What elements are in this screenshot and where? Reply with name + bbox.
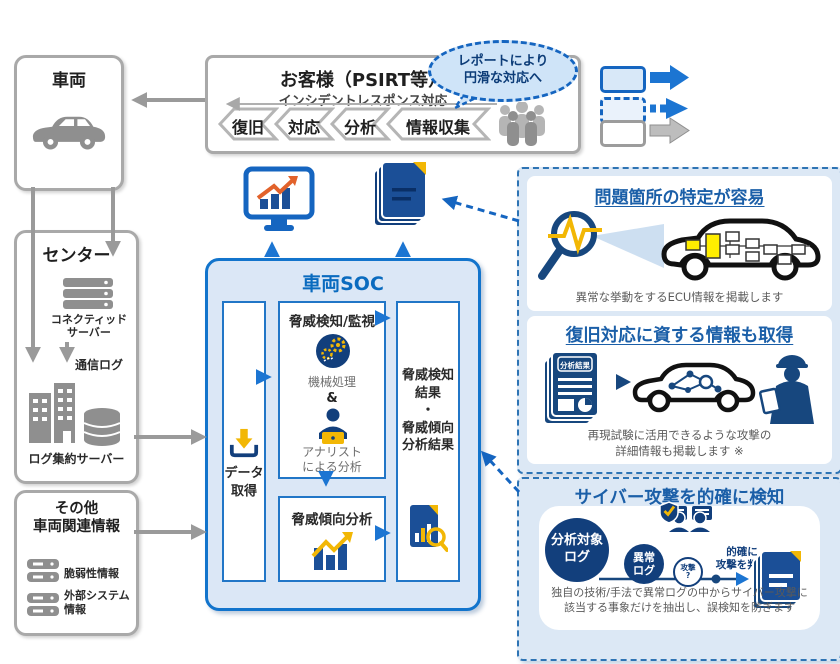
report-document-icon xyxy=(373,161,427,227)
download-tray-icon xyxy=(229,428,259,458)
machine-processing-label: 機械処理 xyxy=(307,375,356,389)
recovery-graphic xyxy=(543,351,814,425)
recovery-panel: 復旧対応に資する情報も取得 xyxy=(527,316,832,464)
ecu-car-icon xyxy=(661,218,821,281)
results-label: 脅威検知 結果 ・ 脅威傾向 分析結果 xyxy=(401,368,454,454)
ecu-detection-graphic xyxy=(538,211,821,281)
chevron-shape xyxy=(329,107,392,141)
ecu-panel-title: 問題箇所の特定が容易 xyxy=(594,188,765,208)
log-server-label: ログ集約サーバー xyxy=(28,452,125,466)
document-search-icon xyxy=(410,505,448,552)
step-analysis: 分析 xyxy=(329,106,392,142)
ecu-panel: 問題箇所の特定が容易 xyxy=(527,176,832,311)
data-acquisition-box: データ 取得 xyxy=(222,301,266,582)
car-icon xyxy=(32,116,106,150)
detect-panel-title: サイバー攻撃を的確に検知 xyxy=(574,488,785,508)
bar-chart-icon xyxy=(311,532,353,570)
step-label: 対応 xyxy=(287,118,320,137)
detect-panel: 分析対象 ログ 異常 ログ 攻撃 ? 的確に 攻撃を判定 xyxy=(539,501,820,630)
step-response: 対応 xyxy=(273,106,336,142)
soc-title: 車両SOC xyxy=(302,273,384,295)
people-group-icon xyxy=(499,102,545,146)
vehicle-box: 車両 xyxy=(14,55,124,191)
step-label: 情報収集 xyxy=(405,118,470,137)
vuln-info-label: 脆弱性情報 xyxy=(64,567,119,580)
customer-title: お客様（PSIRT等） xyxy=(279,70,447,91)
gears-icon xyxy=(316,334,350,368)
trend-analysis-title: 脅威傾向分析 xyxy=(291,512,373,528)
analysis-target-log-node: 分析対象 ログ xyxy=(545,518,609,582)
vehicle-soc-box: 車両SOC データ 取得 脅威検知/監視 機械処理 & アナリスト による分析 … xyxy=(205,258,481,611)
log-server-buildings-icon xyxy=(29,383,75,443)
recovery-panel-caption: 再現試験に活用できるような攻撃の 詳細情報も掲載します ※ xyxy=(587,428,772,458)
recovery-panel-title: 復旧対応に資する情報も取得 xyxy=(565,326,794,346)
legend-swatch-gray xyxy=(600,120,646,147)
trend-analysis-box: 脅威傾向分析 xyxy=(278,496,386,582)
dashed-arrow-panel-to-soc xyxy=(480,450,521,494)
car-network-icon xyxy=(632,362,756,413)
center-title: センター xyxy=(42,246,111,266)
legend-arrow-dashed xyxy=(650,98,688,119)
analysis-report-stack-icon xyxy=(543,351,599,425)
dashed-arrow-panel-to-report xyxy=(441,195,520,223)
connected-server-label: コネクティッド サーバー xyxy=(50,313,128,340)
worker-icon xyxy=(759,355,814,424)
benefit-container-bottom: サイバー攻撃を的確に検知 分析対象 ログ 異常 ログ 攻撃 ? 的確に 攻撃を判… xyxy=(517,477,840,661)
vehicle-title: 車両 xyxy=(52,71,86,91)
legend-swatch-solid xyxy=(600,66,646,93)
detect-panel-caption: 独自の技術/手法で異常ログの中からサイバー攻撃に 該当する事象だけを抽出し、誤検… xyxy=(551,586,808,614)
analyst-icon xyxy=(319,408,347,444)
comm-log-label: 通信ログ xyxy=(75,358,124,372)
report-bubble: レポートにより 円滑な対応へ xyxy=(428,40,578,102)
analyst-label: アナリスト による分析 xyxy=(302,445,362,474)
legend-arrow-solid xyxy=(650,65,689,90)
connected-server-icon xyxy=(63,278,113,309)
ext-info-label: 外部システム 情報 xyxy=(64,589,130,617)
data-acquisition-label: データ 取得 xyxy=(224,466,264,499)
step-info-gathering: 情報収集 xyxy=(385,106,492,142)
other-info-box: その他 車両関連情報 脆弱性情報 外部システム 情報 xyxy=(14,490,139,636)
ext-server-icon xyxy=(27,593,59,616)
incident-response-label: インシデントレスポンス対応 xyxy=(278,94,448,109)
ecu-panel-caption: 異常な挙動をするECU情報を掲載します xyxy=(575,290,784,304)
monitoring-team-icon xyxy=(659,501,712,532)
monitor-chart-icon xyxy=(243,166,315,231)
threat-detection-title: 脅威検知/監視 xyxy=(289,314,375,330)
detect-flow-lines xyxy=(599,572,749,586)
database-icon xyxy=(83,408,121,446)
threat-detection-box: 脅威検知/監視 機械処理 & アナリスト による分析 xyxy=(278,301,386,479)
other-info-title: その他 車両関連情報 xyxy=(33,501,120,536)
benefit-container-top: 問題箇所の特定が容易 xyxy=(517,167,840,474)
step-label: 分析 xyxy=(343,118,376,137)
chevron-shape xyxy=(273,107,336,141)
analysis-result-label: 分析結果 xyxy=(560,361,590,370)
anomaly-log-node: 異常 ログ xyxy=(624,544,664,584)
chevron-shape xyxy=(385,107,492,141)
attack-question-node: 攻撃 ? xyxy=(673,557,703,587)
bubble-text: レポートにより 円滑な対応へ xyxy=(457,54,549,86)
shield-check-icon xyxy=(659,501,679,524)
center-box: センター コネクティッド サーバー 通信ログ ログ集約サーバー xyxy=(14,230,139,484)
ampersand: & xyxy=(326,391,338,406)
vuln-server-icon xyxy=(27,559,59,582)
report-stack-icon xyxy=(752,550,802,610)
step-recovery: 復旧 xyxy=(217,106,280,142)
legend-arrow-gray xyxy=(649,117,690,144)
step-label: 復旧 xyxy=(231,118,264,137)
magnifier-pulse-icon xyxy=(538,211,602,280)
beam-shape xyxy=(592,224,664,268)
results-box: 脅威検知 結果 ・ 脅威傾向 分析結果 xyxy=(396,301,460,582)
